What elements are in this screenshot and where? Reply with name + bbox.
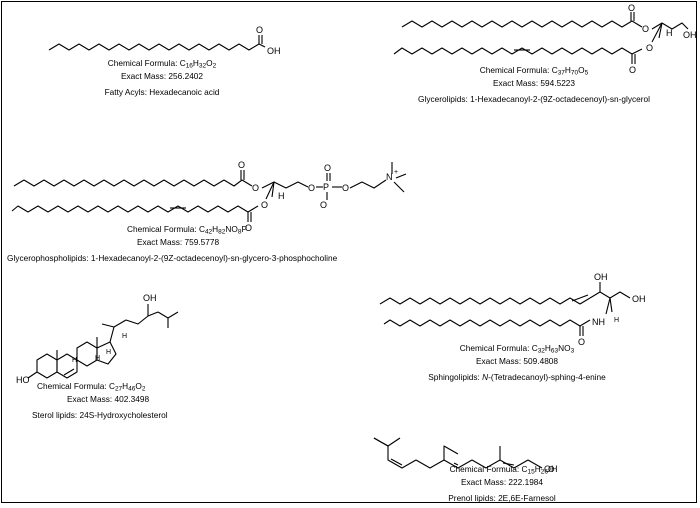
- atom-label: OH: [683, 30, 697, 40]
- atom-label: OH: [544, 464, 558, 474]
- atom-label: +: [394, 169, 398, 176]
- atom-label: HO: [16, 375, 30, 385]
- formula-text: C15H26O: [521, 464, 555, 476]
- formula-text: C37H70O5: [551, 65, 589, 77]
- atom-label: O: [238, 160, 245, 170]
- atom-label: O: [642, 24, 649, 34]
- lipid-class-label: Sterol lipids: 24S-Hydroxycholesterol: [32, 410, 168, 420]
- formula-text: C42H82NO8P: [198, 224, 248, 236]
- caption-sphingolipids: Chemical Formula: C32H63NO3 Exact Mass: …: [382, 342, 652, 384]
- caption-glycerophospholipids: Chemical Formula: C42H82NO8P Exact Mass:…: [7, 223, 427, 265]
- exact-mass: Exact Mass: 222.1984: [460, 477, 544, 487]
- atom-label: O: [629, 65, 636, 75]
- exact-mass: Exact Mass: 594.5223: [492, 78, 576, 88]
- atom-label: O: [252, 183, 259, 193]
- formula-text: C27H46O2: [108, 381, 146, 393]
- atom-label: O: [646, 43, 653, 53]
- atom-label: OH: [143, 293, 157, 303]
- lipid-class-label: Sphingolipids: N-(Tetradecanoyl)-sphing-…: [428, 372, 606, 382]
- caption-glycerolipids: Chemical Formula: C37H70O5 Exact Mass: 5…: [394, 64, 674, 106]
- lipid-class-label: Prenol lipids: 2E,6E-Farnesol: [448, 493, 556, 503]
- atom-label: O: [628, 3, 635, 13]
- chemical-formula: Chemical Formula: C15H26O: [449, 464, 555, 476]
- formula-text: C16H32O2: [179, 58, 217, 70]
- caption-fatty-acyls: Chemical Formula: C16H32O2 Exact Mass: 2…: [92, 57, 232, 99]
- chemical-formula: Chemical Formula: C16H32O2: [107, 58, 217, 70]
- exact-mass: Exact Mass: 402.3498: [67, 394, 150, 404]
- chemical-formula: Chemical Formula: C32H63NO3: [459, 343, 575, 355]
- atom-label: P: [323, 182, 329, 192]
- atom-label: H: [72, 357, 77, 364]
- atom-label: NH: [592, 317, 605, 327]
- caption-sterol-lipids: Chemical Formula: C27H46O2 Exact Mass: 4…: [7, 380, 217, 422]
- lipid-class-label: Glycerolipids: 1-Hexadecanoyl-2-(9Z-octa…: [418, 94, 650, 104]
- exact-mass: Exact Mass: 759.5778: [137, 237, 220, 247]
- chemical-formula: Chemical Formula: C37H70O5: [479, 65, 589, 77]
- atom-label: O: [245, 223, 252, 233]
- lipid-class-label: Glycerophospholipids: 1-Hexadecanoyl-2-(…: [7, 253, 338, 263]
- exact-mass: Exact Mass: 509.4808: [475, 356, 559, 366]
- atom-label: H: [106, 349, 111, 356]
- atom-label: OH: [632, 294, 646, 304]
- atom-label: H: [278, 191, 285, 201]
- chemical-formula: Chemical Formula: C27H46O2: [37, 381, 146, 393]
- atom-label: O: [324, 163, 331, 173]
- atom-label: O: [256, 25, 263, 35]
- atom-label: H: [122, 333, 127, 340]
- caption-prenol-lipids: Chemical Formula: C15H26O Exact Mass: 22…: [412, 463, 592, 505]
- atom-label: N: [386, 172, 393, 182]
- atom-label: OH: [267, 46, 281, 56]
- chemical-formula: Chemical Formula: C42H82NO8P: [127, 224, 248, 236]
- atom-label: O: [320, 200, 327, 210]
- formula-text: C32H63NO3: [531, 343, 575, 355]
- atom-label: O: [261, 200, 268, 210]
- atom-label: OH: [594, 272, 608, 282]
- lipid-class-label: Fatty Acyls: Hexadecanoic acid: [104, 87, 220, 97]
- atom-label: H: [95, 355, 100, 362]
- atom-label: O: [578, 337, 585, 347]
- atom-label: H: [666, 28, 673, 38]
- atom-label: H: [614, 317, 619, 324]
- atom-label: O: [342, 183, 349, 193]
- atom-label: O: [308, 183, 315, 193]
- exact-mass: Exact Mass: 256.2402: [120, 71, 204, 81]
